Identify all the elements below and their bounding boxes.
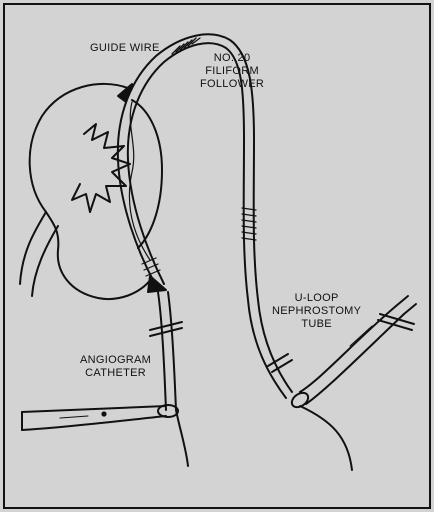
renal-calyces (72, 124, 130, 212)
filiform-follower-label: NO. 20 FILIFORM FOLLOWER (200, 52, 264, 91)
nephrostomy-tube-label: U-LOOP NEPHROSTOMY TUBE (272, 292, 361, 331)
flank-outline (300, 406, 352, 470)
kidney-inner-contour (132, 100, 162, 248)
kidney-outline (30, 84, 152, 299)
angiogram-catheter (158, 292, 166, 410)
guide-wire-label: GUIDE WIRE (90, 42, 160, 55)
ureter (20, 212, 46, 284)
tube-hatch-bottom (142, 258, 160, 276)
tube-hatch-top (172, 38, 200, 54)
nephrostomy-tube-inner (128, 43, 286, 398)
left-clamp-icon (22, 405, 178, 430)
angiogram-catheter-label: ANGIOGRAM CATHETER (80, 354, 151, 380)
flank-outline-left (176, 410, 188, 466)
